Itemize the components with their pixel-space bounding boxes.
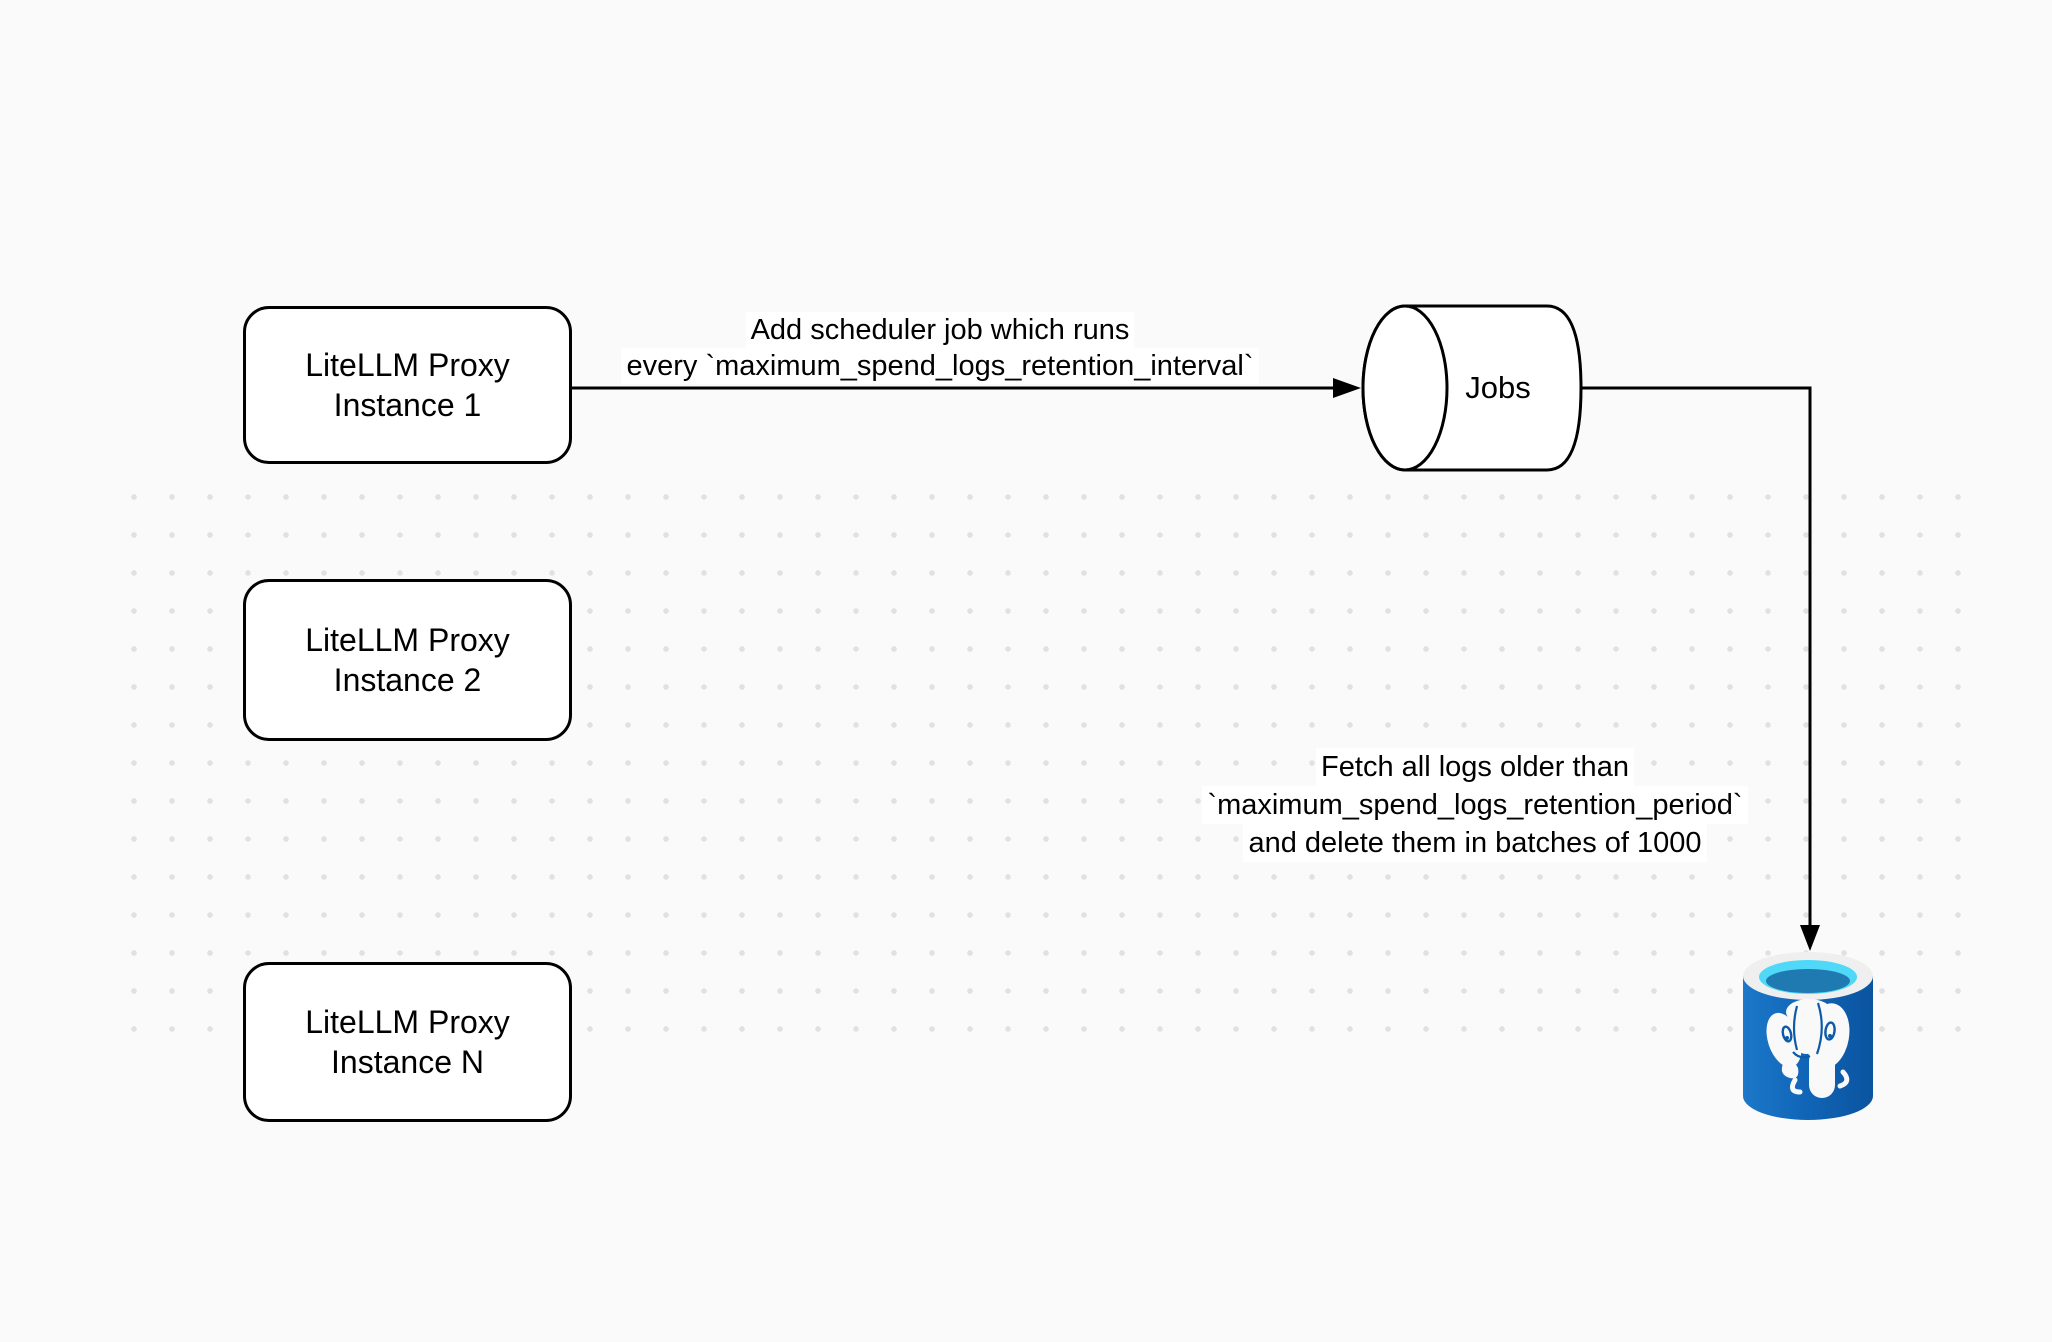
node-litellm-proxy-instance-n: LiteLLM Proxy Instance N bbox=[243, 962, 572, 1122]
node-label-line: LiteLLM Proxy bbox=[305, 622, 510, 658]
jobs-node-label: Jobs bbox=[1465, 370, 1531, 405]
edge-label-line: Fetch all logs older than bbox=[1316, 748, 1634, 786]
node-label-line: Instance 2 bbox=[333, 662, 482, 698]
node-litellm-proxy-instance-2: LiteLLM Proxy Instance 2 bbox=[243, 579, 572, 741]
edge-label-fetch-delete: Fetch all logs older than `maximum_spend… bbox=[1115, 748, 1835, 862]
dot-grid-background bbox=[115, 478, 1977, 1048]
postgresql-database-icon bbox=[1743, 952, 1873, 1120]
edge-label-line: every `maximum_spend_logs_retention_inte… bbox=[621, 348, 1259, 384]
node-label-line: Instance N bbox=[331, 1044, 484, 1080]
edge-label-line: `maximum_spend_logs_retention_period` bbox=[1202, 786, 1748, 824]
edge-label-line: and delete them in batches of 1000 bbox=[1243, 824, 1707, 862]
node-label-line: Instance 1 bbox=[333, 387, 482, 423]
node-label-line: LiteLLM Proxy bbox=[305, 347, 510, 383]
edge-label-line: Add scheduler job which runs bbox=[745, 312, 1135, 348]
edge-label-add-scheduler: Add scheduler job which runs every `maxi… bbox=[600, 312, 1280, 384]
postgres-elephant-icon bbox=[1766, 999, 1850, 1098]
jobs-cylinder bbox=[1361, 304, 1583, 472]
edge-fetch-arrowhead-icon bbox=[1800, 925, 1820, 951]
edge-scheduler-arrowhead-icon bbox=[1333, 378, 1361, 398]
node-label-line: LiteLLM Proxy bbox=[305, 1004, 510, 1040]
edge-fetch-line bbox=[1581, 386, 1812, 927]
node-litellm-proxy-instance-1: LiteLLM Proxy Instance 1 bbox=[243, 306, 572, 464]
